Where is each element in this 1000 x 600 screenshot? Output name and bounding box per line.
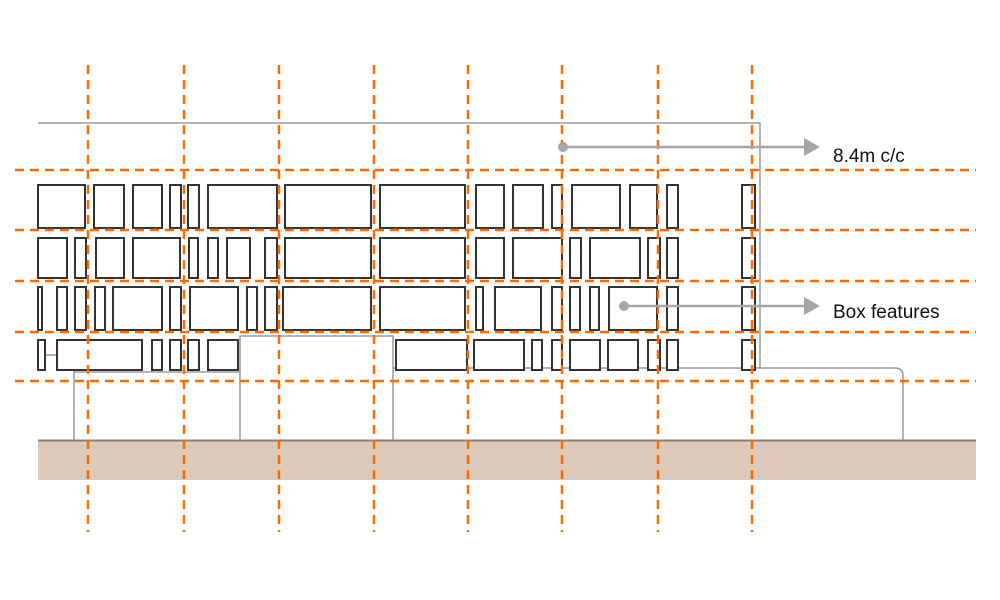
window-box [264,237,278,279]
window-box [188,237,199,279]
window-box [282,286,372,331]
building-outline [38,122,904,440]
window-box [379,286,466,331]
window-box [264,286,278,331]
structural-grid [15,65,976,532]
window-box [207,237,219,279]
window-box [169,339,182,371]
window-box [379,237,466,279]
grid-spacing-label: 8.4m c/c [833,146,905,167]
window-box [569,339,601,371]
window-box [629,184,658,229]
window-box [607,339,639,371]
window-box [473,339,525,371]
window-box [56,286,68,331]
window-box [94,286,106,331]
window-box [589,286,600,331]
window-box [379,184,466,229]
window-box [741,237,756,279]
window-box [189,286,239,331]
window-box [37,184,86,229]
window-box [169,184,182,229]
window-box [284,184,372,229]
window-box [666,339,679,371]
window-box [512,237,563,279]
window-box [284,237,372,279]
window-boxes [37,184,756,371]
window-box [647,237,661,279]
window-box [666,286,679,331]
window-box [93,184,125,229]
window-box [608,286,658,331]
window-box [512,184,544,229]
box-features-label: Box features [833,302,940,323]
window-box [132,184,163,229]
window-box [207,339,239,371]
arrow-right-icon [804,297,820,315]
window-box [395,339,468,371]
window-box [494,286,542,331]
window-box [531,339,543,371]
ground-band [38,440,976,480]
window-box [37,286,43,331]
window-box [475,286,484,331]
box-features-callout: Box features [619,297,940,323]
spacing-callout: 8.4m c/c [558,138,905,167]
window-box [226,237,251,279]
window-box [571,184,621,229]
window-box [56,339,143,371]
window-box [666,237,679,279]
window-box [37,339,46,371]
window-box [475,184,505,229]
window-box [246,286,258,331]
window-box [207,184,278,229]
window-box [666,184,679,229]
window-box [475,237,505,279]
window-box [112,286,163,331]
window-box [551,184,563,229]
arrow-right-icon [804,138,820,156]
window-box [569,286,581,331]
window-box [169,286,182,331]
window-box [741,339,756,371]
window-box [551,286,563,331]
window-box [569,237,582,279]
window-box [74,237,87,279]
window-box [647,339,661,371]
window-box [37,237,68,279]
window-box [95,237,125,279]
window-box [74,286,87,331]
window-box [187,339,200,371]
window-box [187,184,200,229]
window-box [589,237,641,279]
window-box [151,339,163,371]
window-box [551,339,563,371]
window-box [132,237,181,279]
